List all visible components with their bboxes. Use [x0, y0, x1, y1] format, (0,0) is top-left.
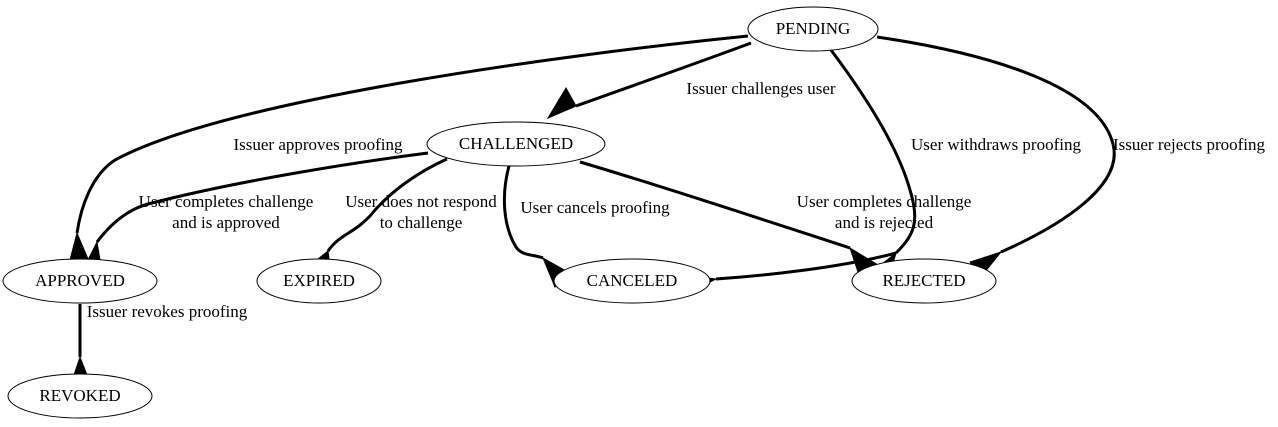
node-shape-pending[interactable] [747, 6, 879, 52]
edge-pending-canceled [829, 49, 917, 290]
node-shape-approved[interactable] [2, 258, 158, 304]
node-rejected[interactable]: REJECTED [851, 258, 997, 304]
edge-line [829, 49, 917, 255]
node-shape-challenged[interactable] [426, 121, 606, 167]
edge-label-pending-canceled: User withdraws proofing [911, 135, 1081, 154]
node-label-pending: PENDING [776, 19, 851, 38]
node-label-revoked: REVOKED [39, 386, 120, 405]
edge-label-line: Issuer approves proofing [233, 135, 403, 154]
node-expired[interactable]: EXPIRED [256, 258, 382, 304]
edge-label-pending-challenged: Issuer challenges user [686, 79, 836, 98]
edge-label-line: User cancels proofing [520, 198, 670, 217]
edge-pending-challenged [546, 41, 752, 120]
edge-arrowhead [73, 355, 88, 376]
edge-line [95, 151, 429, 243]
node-shape-expired[interactable] [256, 258, 382, 304]
edge-label-line: Issuer challenges user [686, 79, 836, 98]
edge-label-line: and is rejected [835, 213, 934, 232]
node-label-canceled: CANCELED [587, 271, 678, 290]
edge-label-line: User withdraws proofing [911, 135, 1081, 154]
edge-line [326, 157, 448, 252]
edge-label-line: User completes challenge [139, 192, 314, 211]
node-approved[interactable]: APPROVED [2, 258, 158, 304]
edge-label-pending-rejected: Issuer rejects proofing [1113, 135, 1266, 154]
node-pending[interactable]: PENDING [747, 6, 879, 52]
node-label-rejected: REJECTED [882, 271, 965, 290]
node-shape-rejected[interactable] [851, 258, 997, 304]
edge-label-approved-revoked: Issuer revokes proofing [87, 302, 248, 321]
node-label-expired: EXPIRED [283, 271, 355, 290]
edge-line [575, 41, 752, 108]
edge-line [502, 165, 544, 260]
edge-label-line: Issuer rejects proofing [1113, 135, 1266, 154]
edge-label-line: and is approved [172, 213, 280, 232]
node-challenged[interactable]: CHALLENGED [426, 121, 606, 167]
edge-label-pending-approved: Issuer approves proofing [233, 135, 403, 154]
edge-arrowhead [546, 87, 577, 120]
edge-line [715, 251, 897, 281]
edge-label-line: to challenge [380, 213, 463, 232]
edge-label-challenged-approved: User completes challenge and is approved [139, 192, 314, 232]
edge-challenged-canceled [502, 165, 569, 288]
node-label-challenged: CHALLENGED [459, 134, 573, 153]
edge-approved-revoked [73, 304, 88, 376]
edge-line [876, 35, 1116, 254]
edge-label-challenged-expired: User does not respond to challenge [345, 192, 497, 232]
node-canceled[interactable]: CANCELED [553, 258, 711, 304]
edge-line [75, 34, 749, 234]
edge-label-challenged-canceled: User cancels proofing [520, 198, 670, 217]
node-revoked[interactable]: REVOKED [7, 373, 153, 419]
edge-pending-rejected [876, 35, 1116, 279]
edge-line [579, 160, 851, 250]
edge-label-line: User does not respond [345, 192, 497, 211]
edge-arrowhead [69, 231, 89, 261]
nodes-layer: PENDING CHALLENGED APPROVED EXPIRED CANCELED… [2, 6, 997, 419]
node-shape-revoked[interactable] [7, 373, 153, 419]
edge-label-challenged-rejected: User completes challenge and is rejected [797, 192, 972, 232]
node-label-approved: APPROVED [35, 271, 125, 290]
edge-label-line: User completes challenge [797, 192, 972, 211]
node-shape-canceled[interactable] [553, 258, 711, 304]
edge-label-line: Issuer revokes proofing [87, 302, 248, 321]
